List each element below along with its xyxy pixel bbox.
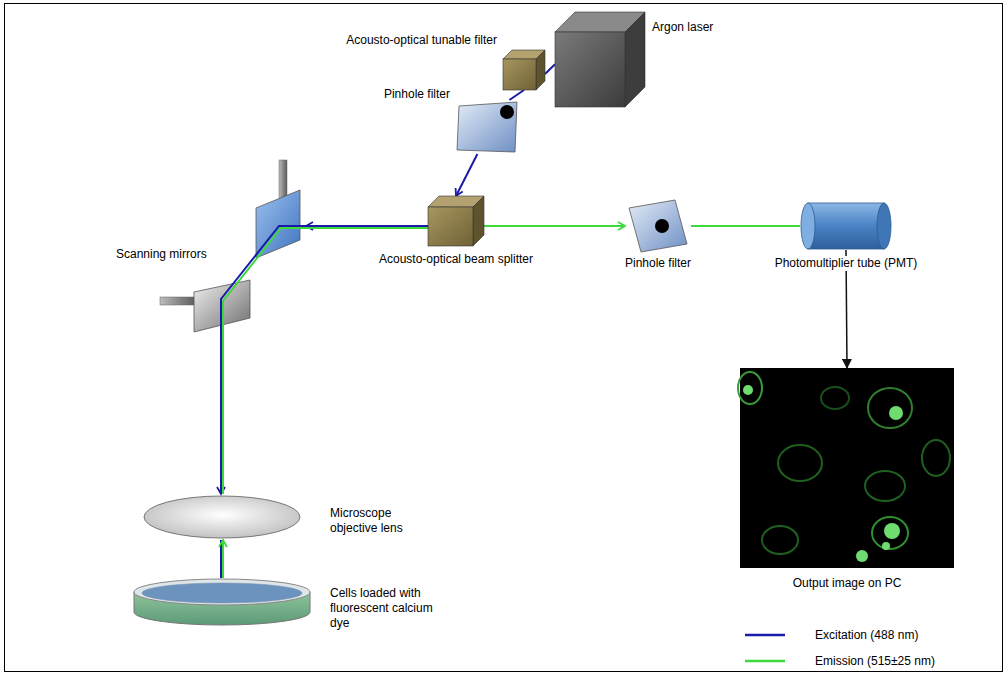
tunable-filter: Acousto-optical tunable filter [503, 50, 545, 90]
pinhole-dot [500, 105, 514, 119]
light-beam [222, 540, 224, 578]
cube-front [503, 59, 536, 90]
light-beam [545, 64, 555, 74]
legend-text: Emission (515±25 nm) [815, 654, 935, 668]
cube-side [473, 196, 484, 246]
cube-front [555, 32, 625, 107]
cell-outline [821, 387, 849, 409]
cell-signal [856, 550, 868, 562]
pmt-end [877, 203, 891, 249]
node-shape [455, 100, 519, 154]
objective-lens: Microscope objective lens [142, 494, 302, 540]
node-shape [740, 368, 954, 568]
cell-outline [922, 440, 950, 476]
light-beam [220, 335, 222, 494]
image-ground [740, 368, 954, 568]
label-anchor: Cells loaded with fluorescent calcium dy… [328, 586, 452, 631]
node-shape [503, 50, 545, 90]
figure-frame [5, 4, 1003, 672]
beam-splitter: Acousto-optical beam splitter [428, 196, 484, 246]
cube-side [536, 50, 545, 90]
label-anchor: Scanning mirrors [114, 247, 209, 262]
pinhole-dot [655, 219, 669, 233]
legend-text: Excitation (488 nm) [815, 628, 918, 642]
light-beam [691, 225, 800, 227]
light-beam [484, 225, 625, 227]
component-label: Cells loaded with fluorescent calcium dy… [328, 586, 452, 631]
light-beam [306, 225, 428, 227]
label-anchor: Pinhole filter [382, 87, 452, 102]
cell-outline [868, 388, 912, 428]
node-shape [142, 494, 302, 540]
cube-side [625, 12, 645, 107]
dish-medium [142, 583, 302, 603]
mirror-rod [160, 297, 196, 305]
photomultiplier: Photomultiplier tube (PMT) [800, 202, 892, 250]
cell-signal [743, 385, 753, 395]
cell-outline [872, 517, 908, 549]
node-shape [800, 202, 892, 250]
node-shape [625, 198, 691, 254]
component-label: Acousto-optical beam splitter [377, 252, 535, 267]
mirror-rod [279, 160, 287, 200]
label-anchor: Acousto-optical beam splitter [377, 252, 535, 267]
legend-row: Emission (515±25 nm) [745, 648, 935, 674]
component-label: Scanning mirrors [114, 247, 209, 262]
light-beam [306, 227, 428, 229]
cell-outline [865, 471, 905, 501]
light-beam [509, 90, 524, 100]
label-anchor: Microscope objective lens [328, 506, 420, 536]
legend-line [745, 634, 785, 637]
pmt-body [808, 203, 884, 249]
legend-row: Excitation (488 nm) [745, 622, 935, 648]
cell-outline [778, 445, 822, 481]
dish-rim [134, 579, 310, 605]
component-label: Microscope objective lens [328, 506, 420, 536]
laser-source: Argon laser [555, 12, 645, 107]
component-label: Output image on PC [791, 576, 904, 591]
cell-outline [738, 372, 762, 404]
light-beam [456, 154, 477, 196]
pmt-window [801, 203, 815, 249]
objective-lens [144, 496, 300, 538]
output-image: Output image on PC [740, 368, 954, 568]
emission-beam [223, 228, 306, 335]
label-anchor: Acousto-optical tunable filter [344, 33, 499, 48]
component-label: Argon laser [650, 20, 715, 35]
legend-line [745, 660, 785, 663]
light-beam [220, 540, 222, 578]
component-label: Pinhole filter [382, 87, 452, 102]
excitation-beam [221, 226, 306, 335]
pinhole-plate [629, 200, 687, 252]
pinhole-plate [457, 102, 517, 152]
node-shape [428, 196, 484, 246]
cell-signal [882, 542, 890, 550]
node-shape [555, 12, 645, 107]
component-label: Pinhole filter [623, 256, 693, 271]
component-label: Acousto-optical tunable filter [344, 33, 499, 48]
cell-outline [762, 526, 798, 554]
cube-front [428, 207, 473, 246]
legend: Excitation (488 nm) Emission (515±25 nm) [745, 622, 935, 674]
cell-signal [889, 406, 903, 420]
scanning-mirrors: Scanning mirrors [158, 160, 306, 335]
node-shape [132, 578, 312, 628]
pinhole-filter: Pinhole filter [625, 198, 691, 254]
label-anchor: Photomultiplier tube (PMT) [773, 256, 920, 271]
pinhole-filter: Pinhole filter [455, 100, 519, 154]
sample-dish: Cells loaded with fluorescent calcium dy… [132, 578, 312, 628]
cell-signal [884, 523, 900, 539]
light-beam [222, 335, 224, 494]
label-anchor: Argon laser [650, 20, 715, 35]
label-anchor: Pinhole filter [623, 256, 693, 271]
label-anchor: Output image on PC [791, 576, 904, 591]
legend-sample [745, 654, 815, 668]
legend-sample [745, 628, 815, 642]
component-label: Photomultiplier tube (PMT) [773, 256, 920, 271]
